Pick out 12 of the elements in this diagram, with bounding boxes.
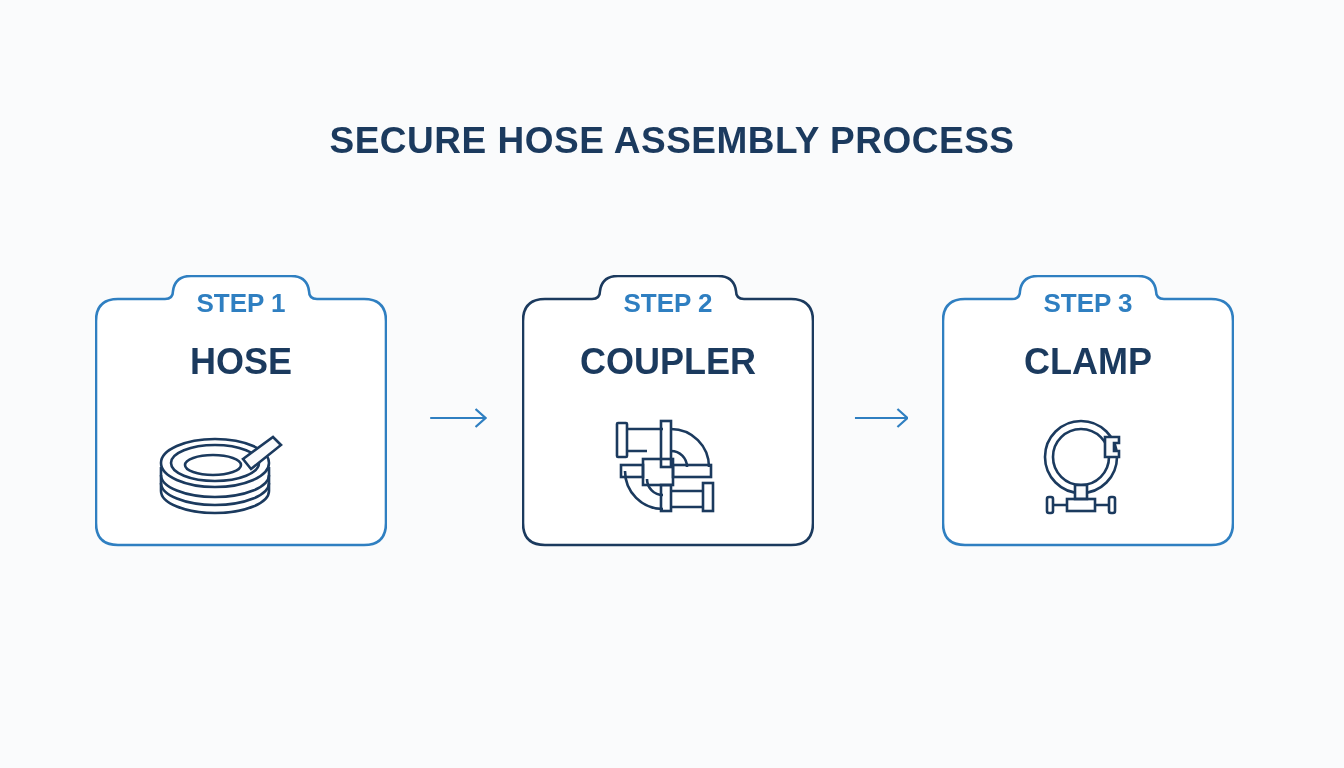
step-name: HOSE bbox=[189, 341, 293, 383]
arrow bbox=[854, 407, 909, 429]
step-card bbox=[522, 275, 814, 547]
arrow bbox=[430, 407, 487, 429]
diagram-title: SECURE HOSE ASSEMBLY PROCESS bbox=[328, 120, 1016, 162]
step-card bbox=[942, 275, 1234, 547]
step-label: STEP 2 bbox=[622, 288, 714, 319]
step-name: CLAMP bbox=[1023, 341, 1153, 383]
step-label: STEP 1 bbox=[195, 288, 287, 319]
step-name: COUPLER bbox=[579, 341, 757, 383]
step-label: STEP 3 bbox=[1042, 288, 1134, 319]
step-card bbox=[95, 275, 387, 547]
